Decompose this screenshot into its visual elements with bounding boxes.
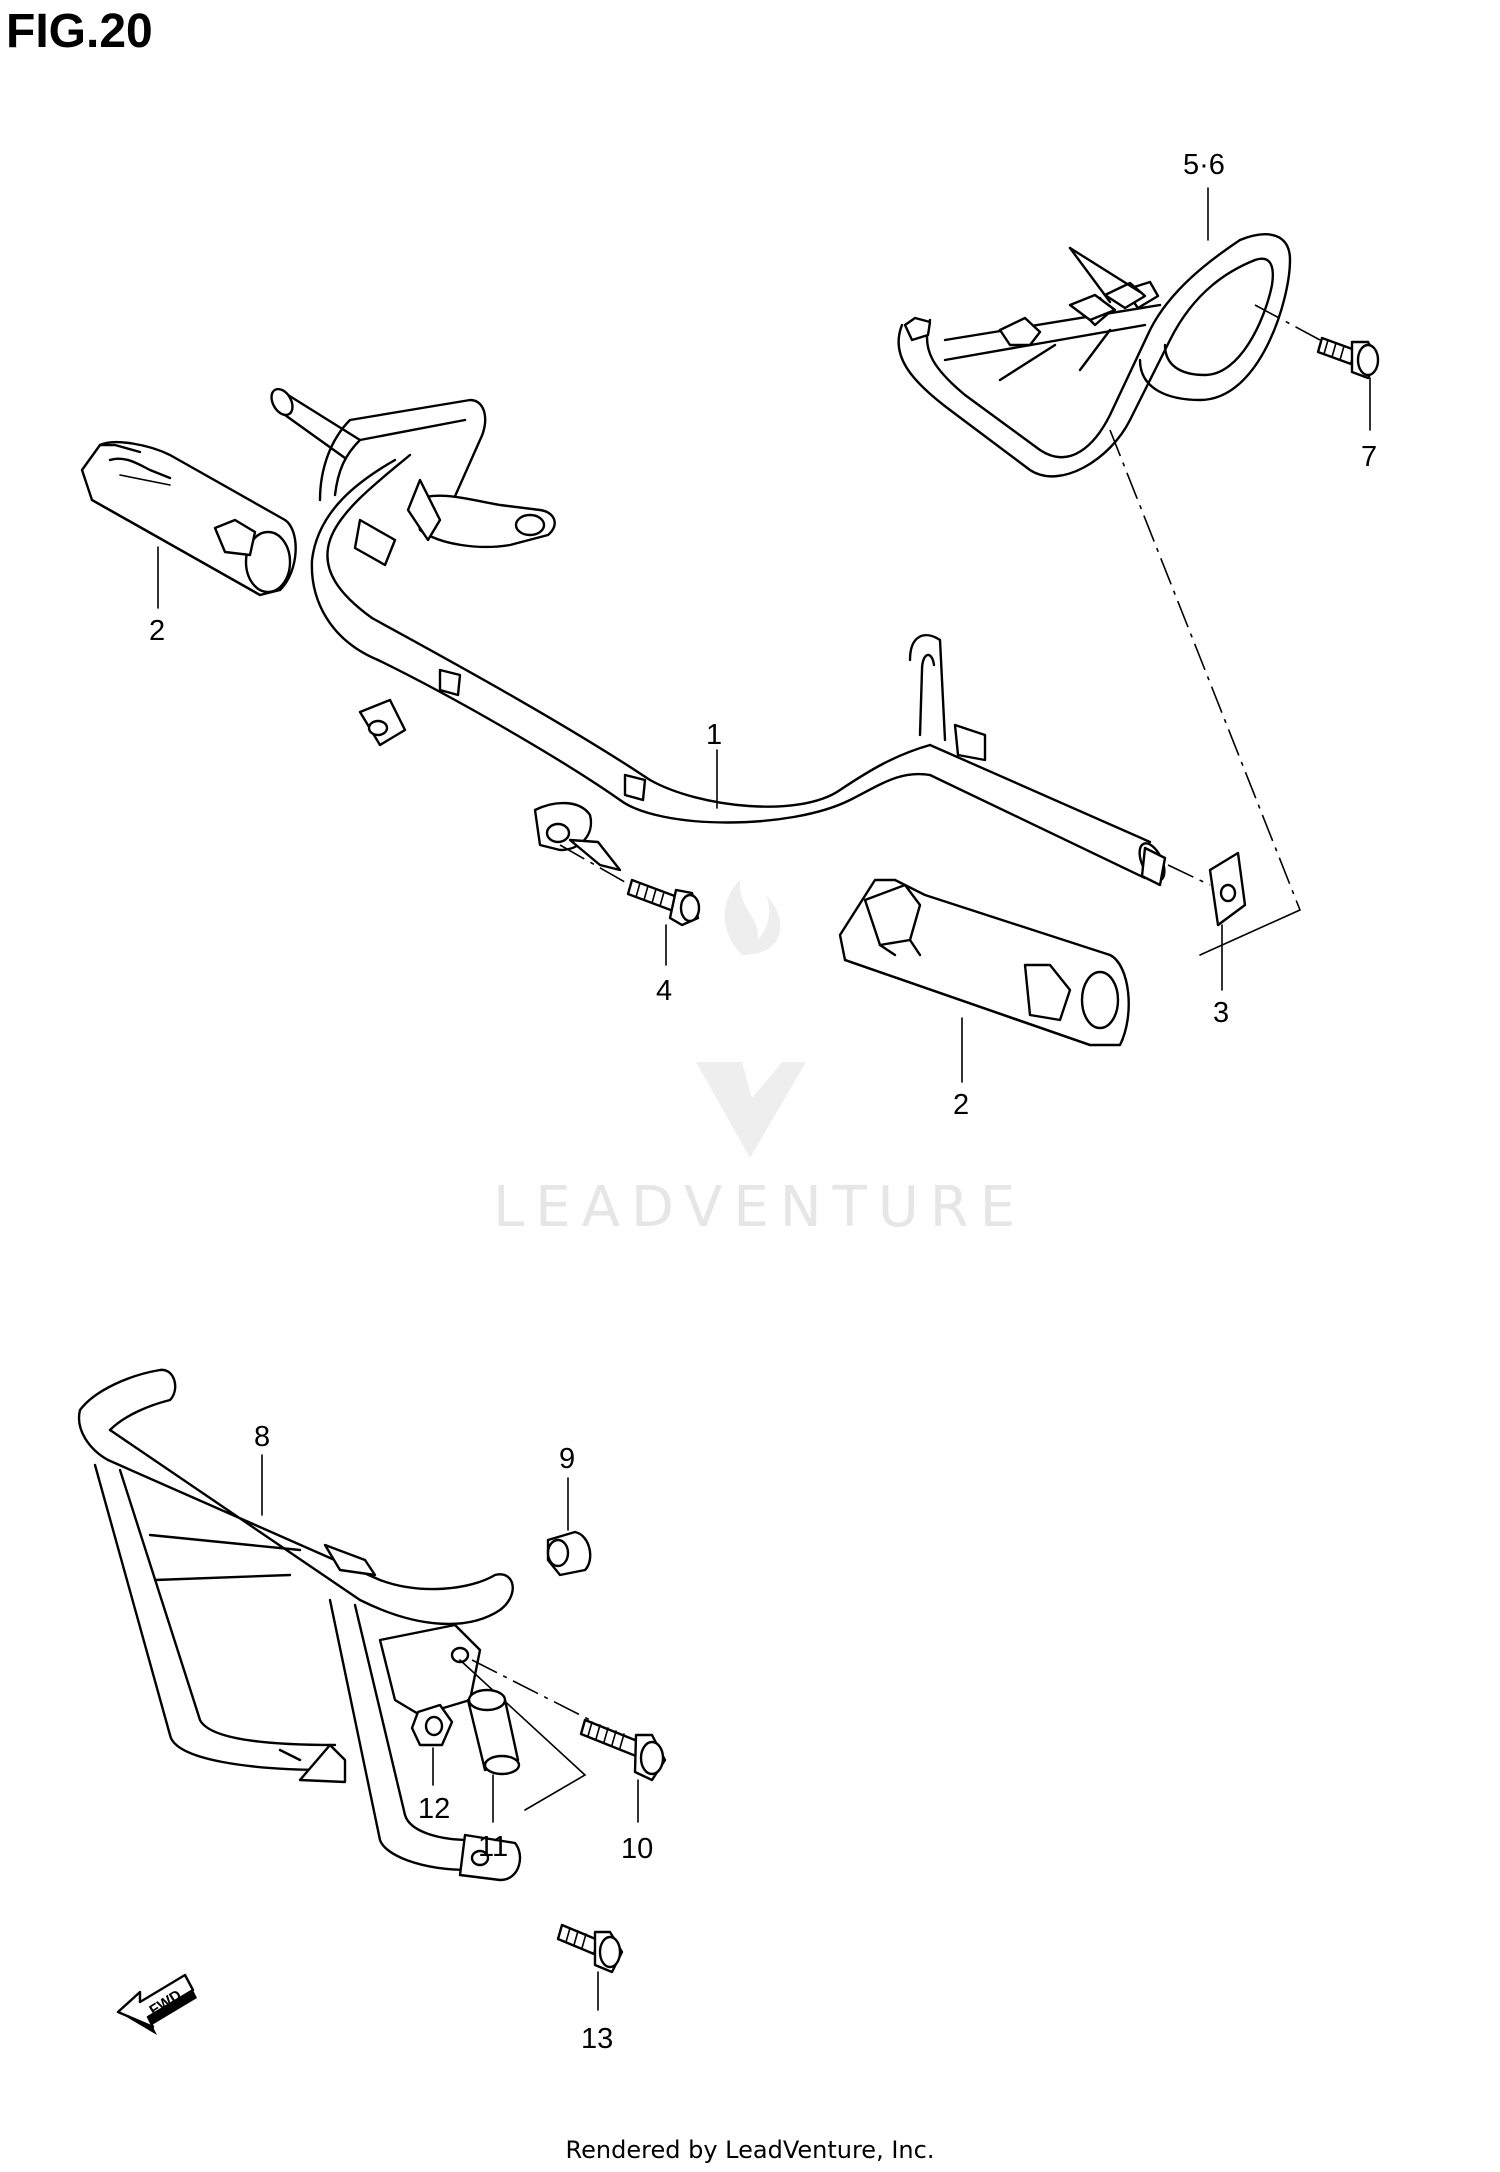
- label-part-10: 10: [621, 1833, 653, 1865]
- part-8-rear-guard: [77, 1368, 522, 1882]
- center-line-7: [1254, 304, 1321, 341]
- label-part-13: 13: [581, 2023, 613, 2055]
- center-line-4: [559, 844, 631, 886]
- center-line-10: [471, 1659, 591, 1721]
- label-part-9: 9: [559, 1443, 575, 1475]
- part-3-bracket: [1208, 851, 1247, 927]
- label-part-5-6: 5·6: [1183, 149, 1225, 181]
- figure-title: FIG.20: [6, 5, 153, 58]
- part-12-nut: [410, 1703, 454, 1747]
- part-7-bolt: [1316, 336, 1380, 380]
- label-part-4: 4: [656, 975, 672, 1007]
- center-line-3: [1167, 864, 1211, 886]
- part-2-step-pad-left: [80, 441, 297, 597]
- label-part-8: 8: [254, 1421, 270, 1453]
- fwd-arrow-icon: FWD: [116, 1973, 197, 2035]
- watermark: LEADVENTURE: [493, 880, 1026, 1240]
- part-9-grommet: [546, 1530, 592, 1577]
- guide-line-5-6: [1199, 909, 1301, 956]
- part-1-bumper-frame: [270, 387, 1167, 887]
- label-part-12: 12: [418, 1793, 450, 1825]
- part-11-spacer: [466, 1688, 521, 1776]
- part-5-6-side-guard: [897, 233, 1292, 478]
- part-13-bolt: [556, 1923, 624, 1974]
- footer-credit: Rendered by LeadVenture, Inc.: [565, 2136, 935, 2164]
- label-part-11: 11: [478, 1831, 508, 1863]
- label-part-7: 7: [1361, 441, 1377, 473]
- label-part-2b: 2: [953, 1089, 969, 1121]
- label-part-2a: 2: [149, 615, 165, 647]
- label-part-1: 1: [706, 719, 722, 751]
- watermark-text: LEADVENTURE: [493, 1175, 1026, 1240]
- label-part-3: 3: [1213, 997, 1229, 1029]
- part-2-step-pad-right: [838, 878, 1130, 1047]
- part-10-bolt: [579, 1718, 667, 1782]
- center-line-5-6: [1109, 429, 1301, 911]
- part-4-bolt: [626, 878, 701, 927]
